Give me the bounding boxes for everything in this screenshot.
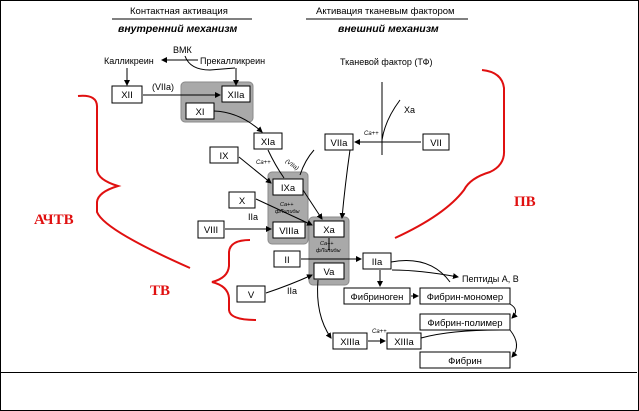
label-vmk: ВМК <box>173 45 193 55</box>
svg-text:XIa: XIa <box>261 137 276 148</box>
box-IXa: IXa <box>272 178 304 196</box>
label-phospholipids-1: фЛипиды <box>275 209 300 215</box>
svg-text:XIIIa: XIIIa <box>394 337 414 348</box>
header-intrinsic: внутренний механизм <box>118 23 238 35</box>
box-XIIa: XIIa <box>221 85 251 103</box>
box-Xa: Xa <box>313 220 345 238</box>
svg-text:XII: XII <box>121 90 133 101</box>
box-fibrin-polymer: Фибрин-полимер <box>419 313 511 331</box>
label-phospholipids-2: фЛипиды <box>316 248 341 254</box>
label-ca-phospho-2: Ca++ <box>320 241 334 247</box>
label-prekallikrein: Прекалликреин <box>200 56 265 66</box>
svg-text:II: II <box>284 255 289 266</box>
bracket-tv <box>211 239 257 321</box>
label-kallikrein: Калликреин <box>104 56 154 66</box>
box-XIIIa: XIIIa <box>386 332 422 350</box>
box-XI: XI <box>185 102 215 120</box>
header-extrinsic: внешний механизм <box>338 23 439 35</box>
label-viia: (VIIa) <box>152 82 174 92</box>
label-iia-2: IIa <box>287 286 297 296</box>
label-iia-1: IIa <box>248 212 258 222</box>
box-IX: IX <box>209 146 239 164</box>
box-VII: VII <box>422 133 450 151</box>
box-II: II <box>273 250 301 268</box>
bracket-achtv <box>77 94 191 269</box>
connector-arrows <box>124 55 518 358</box>
label-xa-top: Xa <box>404 105 415 115</box>
label-tissue-factor: Тканевой фактор (ТФ) <box>340 57 432 67</box>
svg-text:VIII: VIII <box>204 225 218 236</box>
svg-text:Va: Va <box>324 267 336 278</box>
box-XIII: XIIIa <box>332 332 368 350</box>
svg-text:XIIa: XIIa <box>228 90 246 101</box>
svg-text:Фибрин-полимер: Фибрин-полимер <box>427 318 502 329</box>
svg-text:X: X <box>239 196 246 207</box>
svg-text:XI: XI <box>196 107 205 118</box>
caption-row <box>0 372 637 410</box>
label-ca-1: Ca++ <box>256 160 271 166</box>
box-fibrinogen: Фибриноген <box>343 287 411 305</box>
bracket-pv <box>394 69 506 239</box>
svg-text:Xa: Xa <box>323 225 335 236</box>
label-peptides: Пептиды A, B <box>462 274 519 284</box>
svg-text:XIIIa: XIIIa <box>340 337 360 348</box>
svg-text:IXa: IXa <box>281 183 296 194</box>
box-fibrin: Фибрин <box>419 351 511 369</box>
svg-text:VIIIa: VIIIa <box>279 226 299 237</box>
label-ca-2: Ca++ <box>364 131 379 137</box>
box-IIa: IIa <box>362 252 392 270</box>
label-ca-phospho-1: Ca++ <box>280 202 294 208</box>
svg-text:Фибрин: Фибрин <box>448 356 482 367</box>
box-Va: Va <box>313 262 345 280</box>
box-XII: XII <box>111 85 143 104</box>
label-ca-3: Ca++ <box>372 329 387 335</box>
svg-text:VII: VII <box>430 138 442 149</box>
annotation-tv: ТВ <box>150 283 170 299</box>
box-X-left: X <box>228 191 256 209</box>
box-VIIa: VIIa <box>324 133 354 151</box>
box-VIIIa: VIIIa <box>272 221 306 239</box>
svg-text:IIa: IIa <box>372 257 383 268</box>
box-fibrin-monomer: Фибрин-мономер <box>419 287 511 305</box>
box-XIa: XIa <box>253 132 283 150</box>
box-V: V <box>236 285 266 303</box>
box-VIII: VIII <box>197 220 225 239</box>
header-contact: Контактная активация <box>130 6 228 17</box>
svg-text:IX: IX <box>220 151 230 162</box>
svg-text:VIIa: VIIa <box>331 138 349 149</box>
svg-text:Фибриноген: Фибриноген <box>351 292 404 303</box>
annotation-achtv: АЧТВ <box>34 212 74 228</box>
svg-text:V: V <box>248 290 255 301</box>
svg-text:Фибрин-мономер: Фибрин-мономер <box>427 292 503 303</box>
annotation-pv: ПВ <box>514 194 536 210</box>
label-viia-italic: (VIIa) <box>284 159 299 172</box>
header-tissue: Активация тканевым фактором <box>316 6 455 17</box>
